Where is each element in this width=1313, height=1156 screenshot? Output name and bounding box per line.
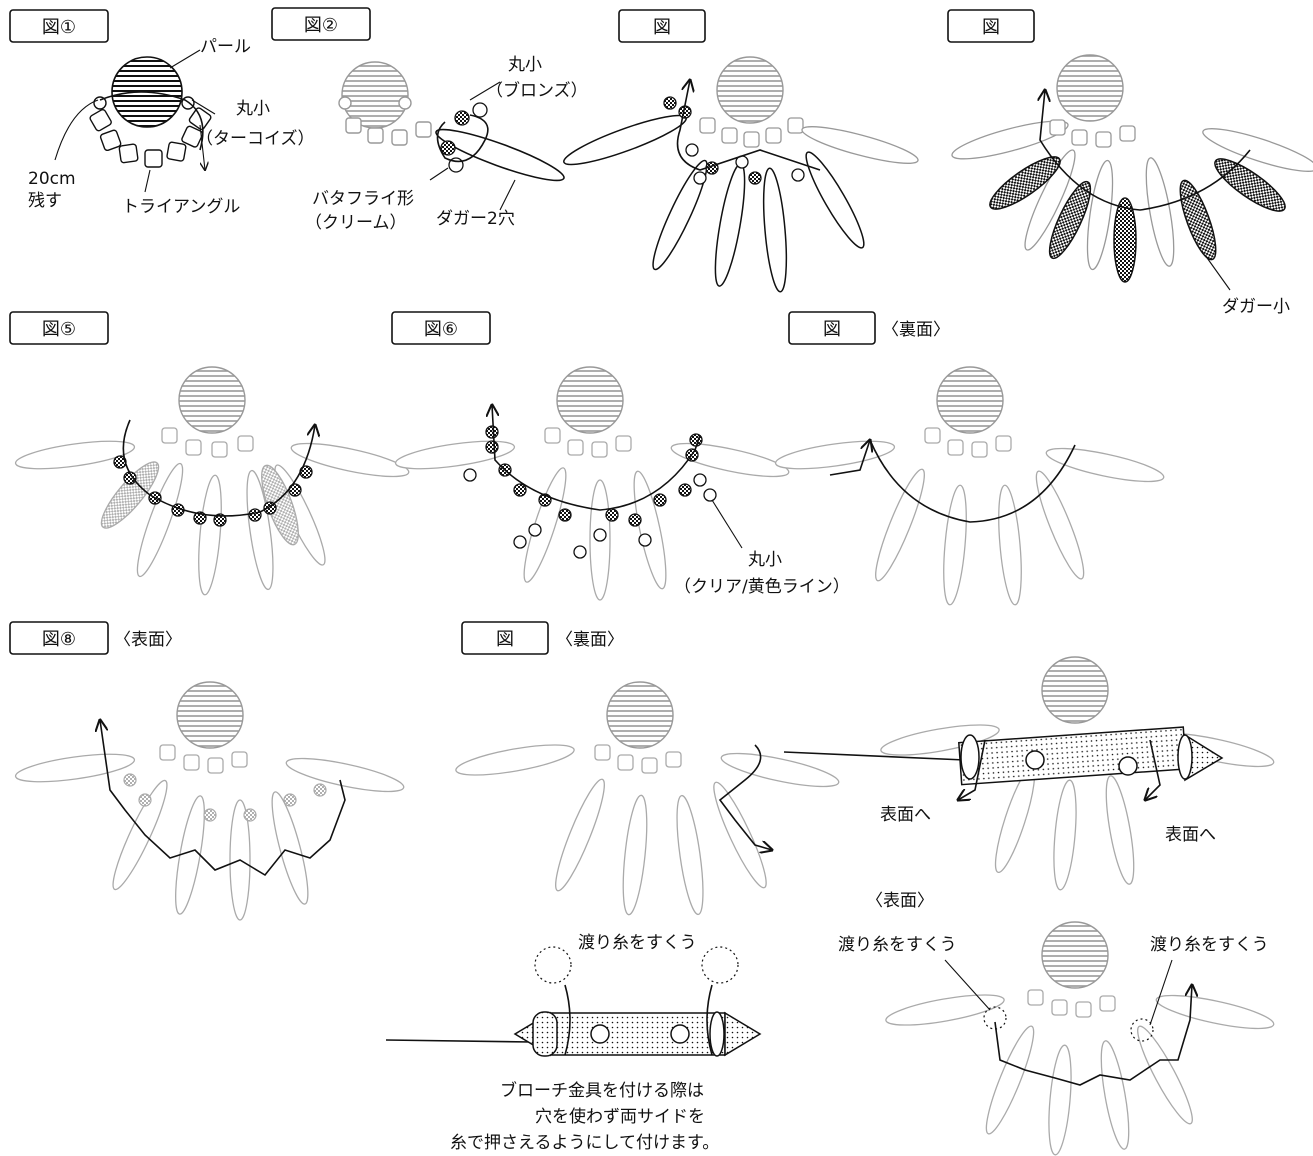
brooch-back-diagram: 表面へ 表面へ	[783, 656, 1275, 891]
figure-label-5: 図⑤	[9, 311, 109, 345]
round-small-label: 丸小	[236, 99, 270, 119]
round-small-label-2: 丸小	[508, 55, 542, 75]
cream-label: （クリーム）	[305, 213, 407, 233]
round-small-label-6: 丸小	[748, 550, 782, 570]
figure-label-9: 図 〈裏面〉	[461, 621, 624, 655]
svg-text:図: 図	[823, 319, 841, 340]
figure-9-diagram	[455, 681, 840, 916]
butterfly-label: バタフライ形	[312, 189, 414, 209]
figure-2-diagram: 丸小 （ブロンズ） バタフライ形 （クリーム） ダガー2穴	[305, 55, 588, 233]
remain-length-label: 20cm	[28, 169, 76, 189]
figure-6-diagram: 丸小 （クリア/黄色ライン）	[394, 366, 850, 601]
figure-label-3: 図	[618, 9, 706, 43]
svg-text:図②: 図②	[304, 15, 338, 36]
svg-text:図: 図	[653, 17, 671, 38]
note-line-2: 穴を使わず両サイドを	[535, 1106, 705, 1127]
figure-8-diagram	[14, 681, 405, 921]
note-line-3: 糸で押さえるようにして付けます。	[450, 1133, 719, 1153]
triangle-label: トライアングル	[122, 197, 240, 217]
figure-7-diagram	[774, 366, 1165, 606]
turquoise-label: （ターコイズ）	[196, 129, 315, 149]
dagger-small-label: ダガー小	[1222, 297, 1290, 317]
figure-1-diagram: パール 丸小 （ターコイズ） 20cm 残す トライアングル	[28, 37, 315, 217]
figure-5-diagram	[14, 366, 410, 596]
pin-closeup-diagram: 渡り糸をすくう ブローチ金具を付ける際は 穴を使わず両サイドを 糸で押さえるよう…	[385, 933, 762, 1153]
pearl-label: パール	[200, 37, 251, 57]
front-side-label: 〈表面〉	[866, 891, 934, 911]
remain-label: 残す	[28, 191, 62, 211]
to-front-label-2: 表面へ	[1165, 825, 1216, 845]
figure-9-side-label: 〈裏面〉	[556, 629, 624, 650]
svg-text:図⑤: 図⑤	[42, 319, 76, 340]
figure-label-4: 図	[947, 9, 1035, 43]
front-view-diagram: 〈表面〉 渡り糸をすくう 渡り糸をすくう	[838, 891, 1275, 1156]
svg-text:図①: 図①	[42, 17, 76, 38]
svg-text:図⑧: 図⑧	[42, 629, 76, 650]
figure-4-diagram: ダガー小	[951, 54, 1313, 317]
figure-label-2: 図②	[271, 7, 371, 41]
scoop-label-right: 渡り糸をすくう	[1150, 935, 1269, 955]
figure-7-side-label: 〈裏面〉	[882, 319, 950, 340]
figure-label-6: 図⑥	[391, 311, 491, 345]
scoop-label-left: 渡り糸をすくう	[838, 935, 957, 955]
svg-text:図⑥: 図⑥	[424, 319, 458, 340]
bronze-label: （ブロンズ）	[486, 80, 588, 101]
figure-8-side-label: 〈表面〉	[114, 630, 182, 650]
pin-bar-closeup	[549, 1012, 726, 1056]
figure-label-1: 図①	[9, 9, 109, 43]
note-line-1: ブローチ金具を付ける際は	[500, 1080, 704, 1101]
to-front-label-1: 表面へ	[880, 805, 931, 825]
svg-text:図: 図	[496, 629, 514, 650]
figure-3-diagram	[563, 56, 919, 293]
figure-label-7: 図 〈裏面〉	[788, 311, 950, 345]
svg-text:図: 図	[982, 17, 1000, 38]
dagger2-label: ダガー2穴	[436, 209, 515, 229]
clear-yellow-label: （クリア/黄色ライン）	[674, 577, 850, 597]
figure-label-8: 図⑧ 〈表面〉	[9, 621, 182, 655]
scoop-label-top: 渡り糸をすくう	[578, 933, 697, 953]
